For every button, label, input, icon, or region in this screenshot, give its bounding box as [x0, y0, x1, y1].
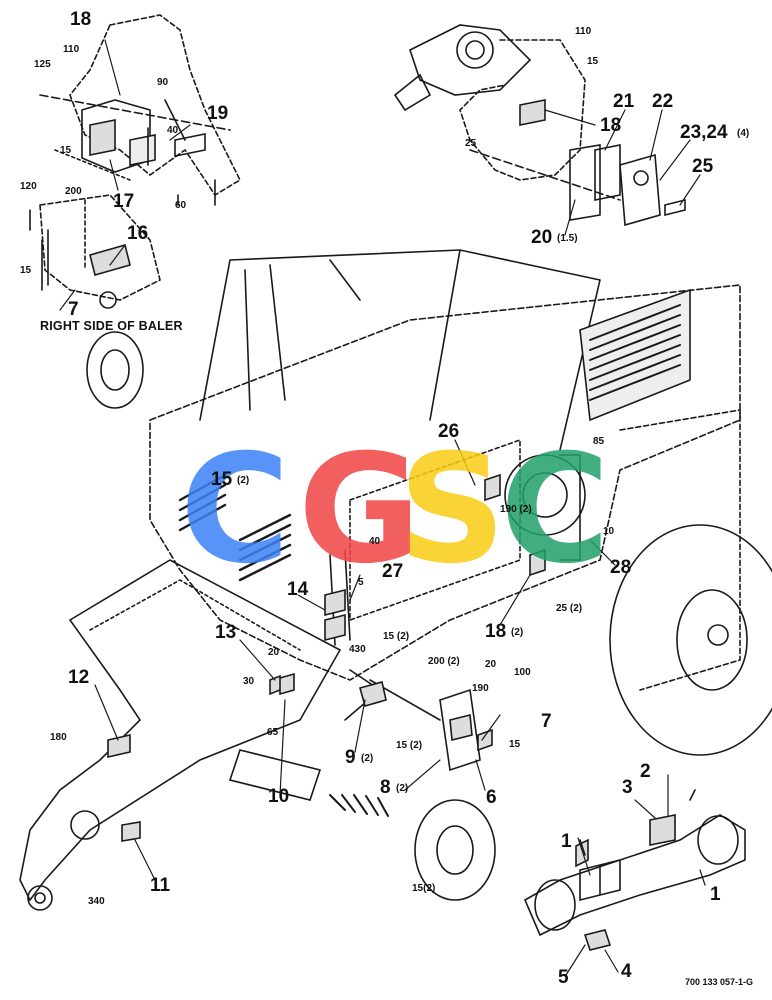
callout-12: 12	[68, 667, 90, 688]
callout-23-24-qty: (4)	[737, 128, 750, 139]
dim-85: 85	[593, 436, 605, 447]
dim-15-left: 15	[20, 265, 32, 276]
dim-110-top-right: 110	[575, 26, 592, 37]
dim-10: 10	[603, 526, 615, 537]
dim-20-left: 20	[268, 647, 280, 658]
callout-22: 22	[652, 91, 674, 112]
dim-15-top-right: 15	[587, 56, 599, 67]
callout-20-qty: (1.5)	[557, 233, 578, 244]
callout-17: 17	[113, 191, 135, 212]
dim-65: 65	[267, 727, 279, 738]
baler-main-body	[149, 249, 741, 772]
dim-90: 90	[157, 77, 169, 88]
callout-10: 10	[268, 786, 290, 807]
dim-15-2-lower: 15 (2)	[396, 740, 423, 751]
callout-21: 21	[613, 91, 635, 112]
dim-110-top-left: 110	[63, 44, 80, 55]
watermark-g: G	[298, 423, 422, 597]
baler-drawbar	[19, 559, 342, 911]
top-left-bracket-detail	[39, 14, 242, 206]
dim-25-2: 25 (2)	[556, 603, 583, 614]
callout-9: 9	[345, 747, 356, 768]
dim-40-mid: 40	[369, 536, 381, 547]
callout-15-qty: (2)	[237, 475, 250, 486]
callout-7-lower: 7	[541, 711, 552, 732]
callout-7: 7	[68, 299, 79, 320]
dim-125: 125	[34, 59, 51, 70]
callout-18-top-right: 18	[600, 115, 622, 136]
left-side-detail	[29, 194, 161, 309]
dim-100: 100	[514, 667, 531, 678]
dim-430: 430	[349, 644, 366, 655]
dim-5: 5	[358, 577, 364, 588]
callout-13: 13	[215, 622, 237, 643]
dim-15-2-mid: 15 (2)	[383, 631, 410, 642]
right-side-caption: RIGHT SIDE OF BALER	[40, 319, 183, 333]
callout-23-24: 23,24	[680, 122, 728, 143]
callout-27: 27	[382, 561, 404, 582]
callout-28: 28	[610, 557, 632, 578]
dim-60: 60	[175, 200, 187, 211]
baler-wheels	[86, 331, 772, 901]
dim-190-2-right: 190 (2)	[500, 504, 532, 515]
callout-6: 6	[486, 787, 497, 808]
callout-18: 18	[70, 9, 92, 30]
callout-9-qty: (2)	[361, 753, 374, 764]
dim-15-lower-right: 15	[509, 739, 521, 750]
dim-40-top: 40	[167, 125, 179, 136]
dim-120: 120	[20, 181, 37, 192]
dim-20-right: 20	[485, 659, 497, 670]
dim-200-2: 200 (2)	[428, 656, 460, 667]
callout-14: 14	[287, 579, 309, 600]
drawing-code: 700 133 057-1-G	[685, 977, 754, 987]
callout-8: 8	[380, 777, 391, 798]
callout-19: 19	[207, 103, 229, 124]
callout-20: 20	[531, 227, 553, 248]
callout-8-qty: (2)	[396, 783, 409, 794]
pto-driveline	[523, 789, 746, 951]
dim-15-2-bottom: 15(2)	[412, 883, 436, 894]
callout-26: 26	[438, 421, 460, 442]
top-right-gearbox-detail	[393, 24, 686, 227]
watermark-s: S	[398, 423, 507, 597]
dim-25-top-right: 25	[465, 138, 477, 149]
callout-4: 4	[621, 961, 632, 982]
callout-25: 25	[692, 156, 714, 177]
callout-3: 3	[622, 777, 633, 798]
watermark-c2: C	[500, 423, 611, 597]
pickup-tines	[329, 794, 389, 817]
callout-18-lower: 18	[485, 621, 507, 642]
dim-15-top-left: 15	[60, 145, 72, 156]
callout-18-lower-qty: (2)	[511, 627, 524, 638]
dim-30: 30	[243, 676, 255, 687]
callout-11: 11	[150, 875, 171, 896]
callout-1-right: 1	[710, 884, 721, 905]
callout-2: 2	[640, 761, 651, 782]
dim-200-left: 200	[65, 186, 82, 197]
callout-16: 16	[127, 223, 149, 244]
dim-190-right: 190	[472, 683, 489, 694]
dim-180: 180	[50, 732, 67, 743]
callout-5: 5	[558, 967, 569, 988]
callout-15: 15	[211, 469, 233, 490]
watermark-c1: C	[180, 423, 291, 597]
callout-1-left: 1	[561, 831, 572, 852]
leader-lines	[59, 39, 706, 976]
dim-340: 340	[88, 896, 105, 907]
